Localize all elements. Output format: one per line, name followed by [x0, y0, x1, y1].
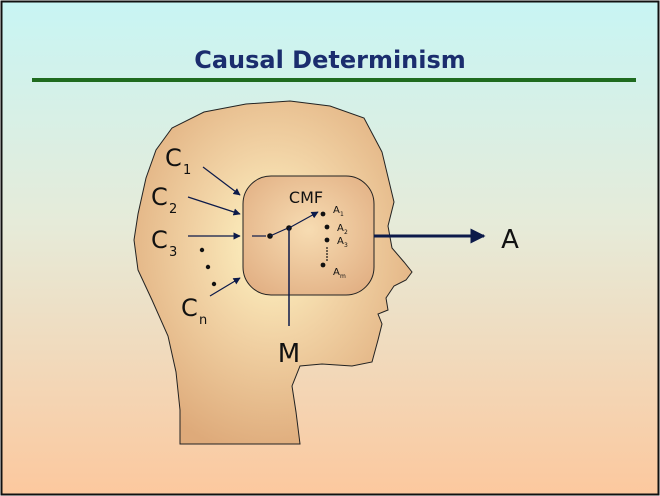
svg-text:A: A: [337, 223, 344, 234]
svg-text:C: C: [151, 226, 168, 254]
output-label: A: [501, 225, 519, 255]
svg-text:A: A: [333, 205, 340, 216]
svg-text:3: 3: [344, 242, 348, 249]
svg-text:m: m: [340, 273, 346, 280]
slide-title: Causal Determinism: [194, 46, 466, 74]
modifier-label: M: [278, 339, 300, 369]
svg-text:A: A: [333, 267, 340, 278]
svg-text:3: 3: [169, 245, 177, 260]
svg-text:A: A: [337, 236, 344, 247]
svg-text:1: 1: [183, 163, 191, 178]
svg-text:2: 2: [169, 202, 177, 217]
svg-text:1: 1: [340, 211, 344, 218]
svg-text:C: C: [165, 144, 182, 172]
svg-text:C: C: [151, 183, 168, 211]
svg-text:n: n: [199, 313, 207, 328]
svg-text:2: 2: [344, 229, 348, 236]
cmf-label: CMF: [289, 188, 323, 207]
svg-text:C: C: [181, 294, 198, 322]
